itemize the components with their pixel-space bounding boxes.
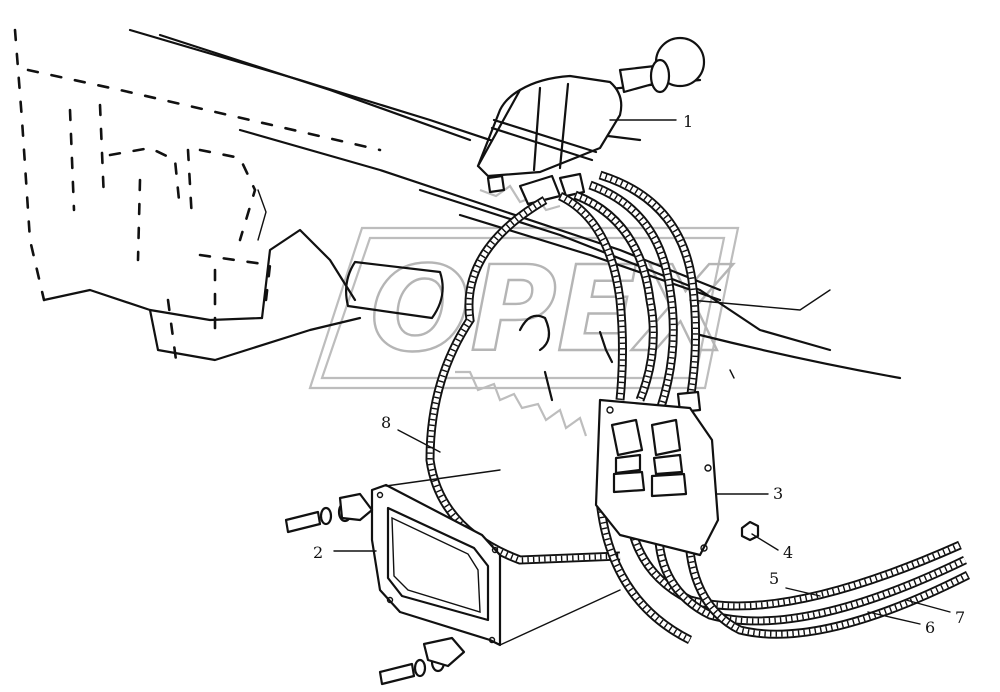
hose-7 (684, 499, 971, 639)
callout-5: 5 (769, 569, 779, 588)
brake-valve-assembly (476, 36, 706, 206)
bolt-lower (378, 636, 466, 686)
callout-4: 4 (783, 543, 793, 562)
fitting-left (610, 418, 646, 494)
hose-up-2 (588, 180, 678, 412)
callout-7: 7 (955, 608, 965, 627)
callout-1: 1 (683, 112, 693, 131)
watermark-text: OPEX (370, 240, 733, 378)
hose-loop-low (595, 499, 693, 645)
nut (740, 520, 760, 542)
callout-6: 6 (925, 618, 935, 637)
body-opening (345, 260, 444, 320)
fitting-right (650, 418, 688, 498)
hose-lines (425, 170, 971, 645)
watermark-gear-icon (455, 370, 588, 437)
callout-2: 2 (313, 543, 323, 562)
hose-up-3 (598, 170, 701, 401)
bolt-upper (284, 492, 374, 534)
hose-up-4 (557, 191, 627, 401)
hose-up-1 (573, 190, 658, 402)
bracket-plate (594, 398, 720, 557)
watermark-gear-lower (479, 184, 561, 212)
callout-3: 3 (773, 484, 783, 503)
cover-plate (370, 469, 621, 647)
callout-labels: 1 2 3 4 5 6 7 8 (313, 112, 965, 637)
watermark-plate-outer (308, 226, 740, 390)
callout-8: 8 (381, 413, 391, 432)
leader-lines (333, 119, 951, 625)
